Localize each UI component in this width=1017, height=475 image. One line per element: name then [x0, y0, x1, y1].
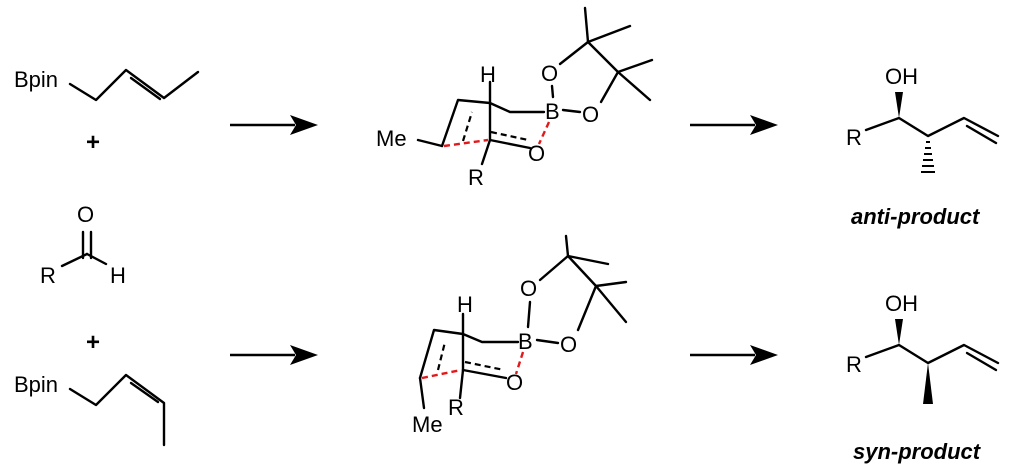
anti-hashed-methyl: [921, 141, 935, 173]
ts-syn-me: Me: [412, 412, 443, 437]
z-crotyl-boronate: Bpin: [14, 372, 166, 447]
arrow-bottom-right: [690, 345, 778, 365]
ts-anti-r: R: [468, 165, 484, 190]
aldehyde-r: R: [40, 263, 56, 288]
ts-syn-o2: O: [560, 332, 577, 357]
arrow-top-right: [690, 115, 778, 135]
plus-sign-top: +: [86, 129, 100, 156]
plus-sign-bottom: +: [86, 329, 100, 356]
ts-anti-boron: B: [545, 99, 560, 124]
ts-syn-o3: O: [506, 370, 523, 395]
anti-r: R: [846, 125, 862, 150]
syn-product: OH R syn-product: [846, 291, 1000, 464]
arrow-bottom-left: [230, 345, 318, 365]
ts-syn-o1: O: [520, 276, 537, 301]
anti-product: OH R anti-product: [846, 64, 1000, 229]
ts-anti-o1: O: [541, 61, 558, 86]
e-crotyl-boronate: Bpin: [14, 67, 200, 102]
aldehyde: O R H: [40, 202, 126, 288]
bpin-label-bottom: Bpin: [14, 372, 58, 397]
syn-product-label: syn-product: [853, 439, 982, 464]
aldehyde-oxygen: O: [77, 202, 94, 227]
ts-anti-o3: O: [528, 141, 545, 166]
syn-wedge-methyl: [923, 363, 933, 404]
ts-anti-me: Me: [376, 126, 407, 151]
ts-syn-boron: B: [518, 329, 533, 354]
ts-anti-o2: O: [582, 102, 599, 127]
ts-anti-h: H: [480, 62, 496, 87]
ts-syn-r: R: [448, 395, 464, 420]
syn-oh: OH: [885, 291, 918, 316]
transition-state-anti: H B O O O R Me: [376, 6, 654, 190]
bpin-label-top: Bpin: [14, 67, 58, 92]
aldehyde-h: H: [110, 263, 126, 288]
ts-syn-h: H: [457, 292, 473, 317]
syn-r: R: [846, 352, 862, 377]
arrow-top-left: [230, 115, 318, 135]
anti-product-label: anti-product: [851, 204, 981, 229]
transition-state-syn: H B O O O R Me: [412, 234, 628, 437]
anti-oh: OH: [885, 64, 918, 89]
